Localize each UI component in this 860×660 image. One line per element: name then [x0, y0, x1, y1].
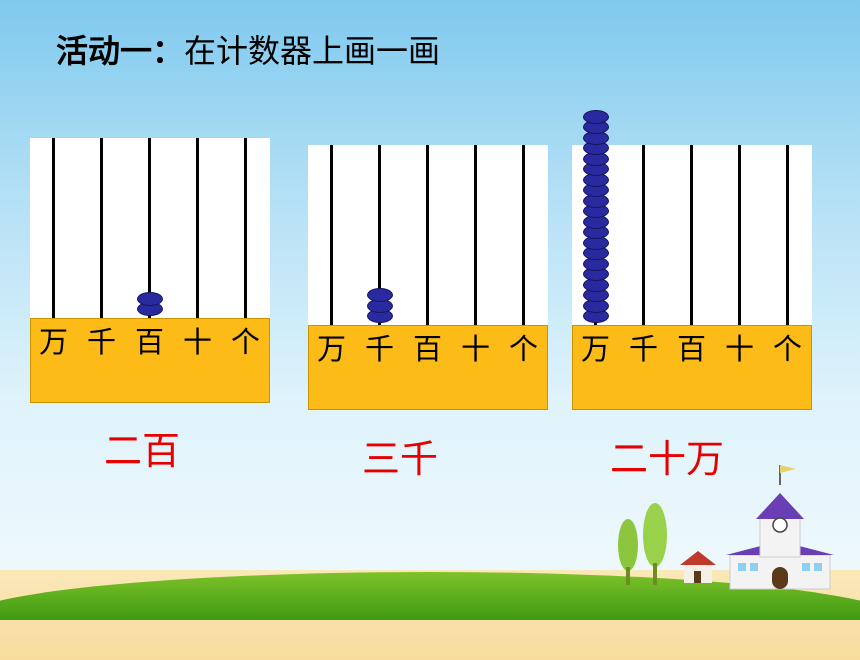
abacus-rod: [690, 145, 693, 325]
abacus-rod: [642, 145, 645, 325]
abacus-rod: [522, 145, 525, 325]
activity-title-text: 在计数器上画一画: [184, 32, 441, 70]
abacus-2-answer: 三千: [362, 437, 439, 481]
abacus-rod: [148, 138, 151, 318]
place-value-label: 个: [772, 332, 802, 366]
activity-title: 活动一：在计数器上画一画: [56, 26, 440, 72]
abacus-base: [308, 325, 548, 410]
abacus-2: 万千百十个: [308, 145, 548, 410]
place-value-label: 十: [460, 332, 490, 366]
abacus-bead: [136, 291, 163, 306]
abacus-3-answer: 二十万: [610, 437, 725, 481]
place-value-label: 千: [364, 332, 394, 366]
abacus-rod: [426, 145, 429, 325]
tree-icon: [618, 519, 638, 571]
abacus-rod: [196, 138, 199, 318]
place-value-label: 千: [86, 325, 116, 359]
place-value-label: 个: [508, 332, 538, 366]
flag-icon: [780, 465, 796, 473]
place-value-label: 万: [316, 332, 346, 366]
abacus-rod: [52, 138, 55, 318]
activity-title-prefix: 活动一：: [56, 32, 185, 70]
abacus-1-answer: 二百: [104, 429, 181, 473]
place-value-label: 万: [38, 325, 68, 359]
abacus-rod: [244, 138, 247, 318]
abacus-bead: [582, 109, 609, 124]
place-value-label: 万: [580, 332, 610, 366]
abacus-rod: [378, 145, 381, 325]
abacus-rod: [100, 138, 103, 318]
place-value-label: 十: [724, 332, 754, 366]
abacus-rod: [738, 145, 741, 325]
school-scenery: [618, 465, 834, 590]
abacus-base: [30, 318, 270, 403]
abacus-base: [572, 325, 812, 410]
abacus-1: 万千百十个: [30, 138, 270, 403]
abacus-bead: [366, 288, 393, 302]
place-value-label: 百: [676, 332, 706, 366]
place-value-label: 个: [230, 325, 260, 359]
abacus-rod: [330, 145, 333, 325]
abacus-rod: [474, 145, 477, 325]
place-value-label: 千: [628, 332, 658, 366]
place-value-label: 十: [182, 325, 212, 359]
place-value-label: 百: [134, 325, 164, 359]
abacus-3: 万千百十个: [572, 109, 812, 410]
clock-icon: [772, 517, 788, 533]
tree-icon: [643, 503, 667, 567]
place-value-label: 百: [412, 332, 442, 366]
abacus-rod: [786, 145, 789, 325]
